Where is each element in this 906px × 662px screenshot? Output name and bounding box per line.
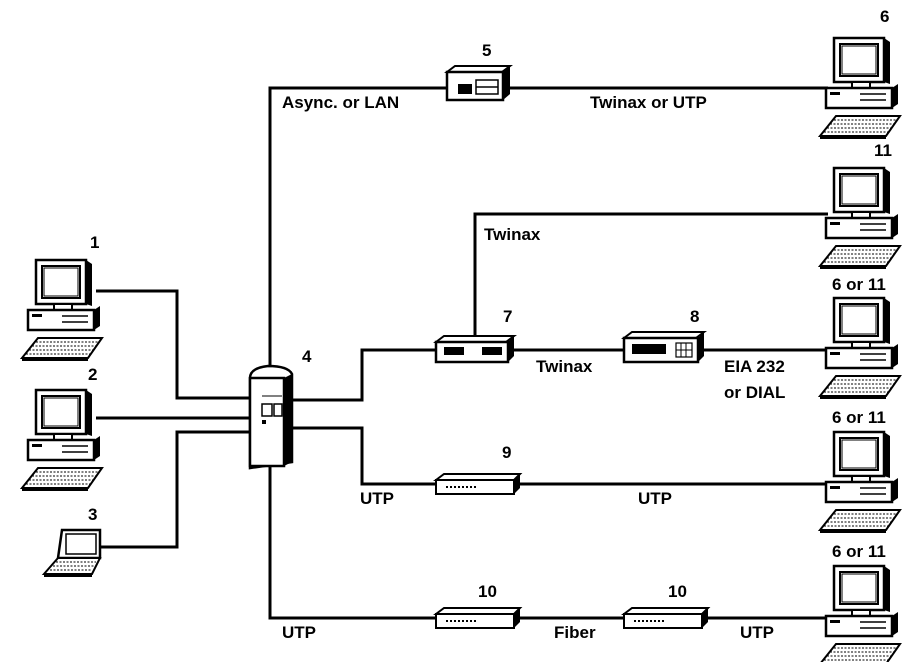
node-10b-label: 10 [668, 582, 687, 601]
link-labels: Async. or LAN Twinax or UTP Twinax Twina… [282, 93, 785, 642]
hub-9-icon [435, 473, 521, 495]
node-8-label: 8 [690, 307, 699, 326]
wire-server-5 [268, 86, 447, 372]
node-10a-label: 10 [478, 582, 497, 601]
label-utp-left: UTP [360, 489, 394, 508]
wire-server-9 [290, 426, 438, 486]
controller-7-icon [433, 335, 517, 364]
label-utp-bottom-left: UTP [282, 623, 316, 642]
node-6-label: 6 [880, 7, 889, 26]
pc-6-or-11-a-icon [818, 296, 902, 401]
pc-6-or-11-b-icon [818, 430, 902, 535]
hub-10a-icon [435, 607, 521, 629]
converter-8-icon [621, 331, 707, 364]
label-async-or-lan: Async. or LAN [282, 93, 399, 112]
label-or-dial: or DIAL [724, 383, 785, 402]
node-7-label: 7 [503, 307, 512, 326]
converter-5-icon [444, 65, 513, 102]
node-1-label: 1 [90, 233, 99, 252]
node-6-or-11-a-label: 6 or 11 [832, 275, 886, 294]
wires [96, 86, 828, 620]
hub-10b-icon [623, 607, 709, 629]
label-twinax-mid: Twinax [536, 357, 593, 376]
wire-server-10a [268, 462, 438, 620]
label-twinax-or-utp: Twinax or UTP [590, 93, 707, 112]
laptop-3-icon [42, 528, 102, 579]
pc-11-icon [818, 166, 902, 271]
label-fiber: Fiber [554, 623, 596, 642]
node-9-label: 9 [502, 443, 511, 462]
wire-server-7 [290, 348, 438, 402]
node-5-label: 5 [482, 41, 491, 60]
pc-6-icon [818, 36, 902, 141]
node-11-label: 11 [874, 141, 892, 160]
node-6-or-11-b-label: 6 or 11 [832, 408, 886, 427]
node-4-label: 4 [302, 347, 312, 366]
pc-2-icon [20, 388, 104, 493]
pc-6-or-11-c-icon [818, 564, 902, 662]
wire-laptop-server [100, 430, 250, 549]
label-twinax-upper: Twinax [484, 225, 541, 244]
pc-1-icon [20, 258, 104, 363]
server-4-icon [248, 364, 294, 470]
wire-7-pc11 [473, 212, 828, 336]
node-2-label: 2 [88, 365, 97, 384]
wire-pc1-server [96, 289, 250, 400]
node-numbers: 1 2 3 4 5 6 11 6 or 11 7 8 9 6 or 11 10 … [88, 7, 892, 601]
label-utp-right: UTP [638, 489, 672, 508]
label-utp-bottom-right: UTP [740, 623, 774, 642]
node-6-or-11-c-label: 6 or 11 [832, 542, 886, 561]
node-3-label: 3 [88, 505, 97, 524]
label-eia-232: EIA 232 [724, 357, 785, 376]
